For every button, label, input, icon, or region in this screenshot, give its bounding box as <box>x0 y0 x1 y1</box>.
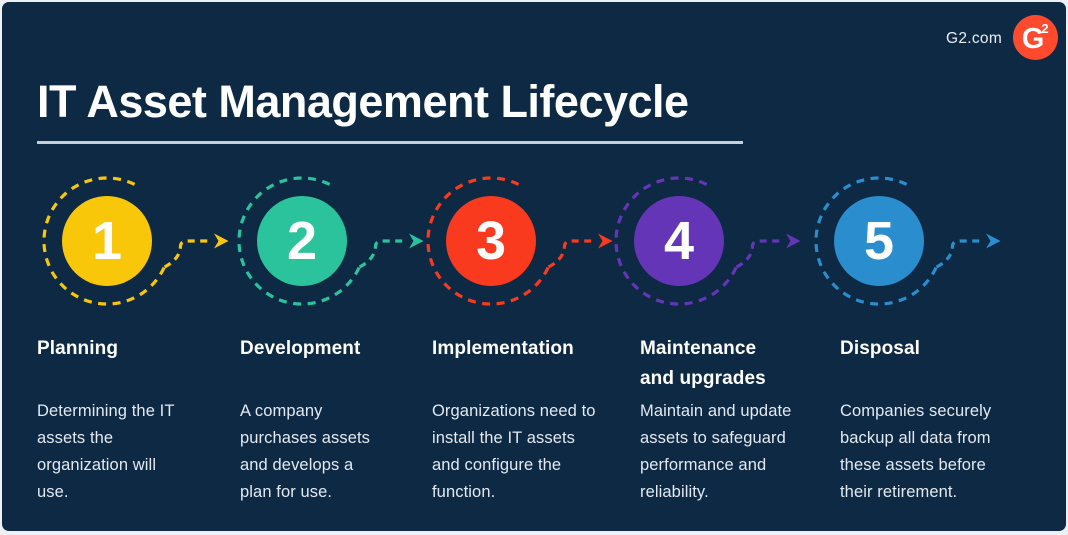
step-graphic-1: 1 <box>42 176 229 306</box>
step-description: Determining the IT assets the organizati… <box>37 402 175 501</box>
g2-logo-circle <box>1013 15 1058 60</box>
step-dashed-ring <box>614 176 738 306</box>
step-number: 4 <box>664 211 694 271</box>
step-connector-line <box>547 239 596 269</box>
step-graphic-5: 5 <box>814 176 1001 306</box>
step-number-circle <box>634 196 724 286</box>
g2-logo-letter: G <box>1022 23 1045 55</box>
title-underline <box>37 141 743 144</box>
step-dashed-ring <box>42 176 166 306</box>
step-heading: Disposal <box>840 338 920 359</box>
g2-logo-icon: G 2 <box>1013 15 1058 60</box>
step-dashed-ring <box>237 176 361 306</box>
step-connector-line <box>735 239 784 269</box>
brand-site-label: G2.com <box>946 30 1003 47</box>
step-graphic-2: 2 <box>237 176 424 306</box>
arrow-chevron-icon <box>986 233 1001 249</box>
step-connector-line <box>163 239 212 269</box>
step-column-implementation: Implementation Organizations need to ins… <box>432 334 600 506</box>
step-number-circle <box>257 196 347 286</box>
arrow-chevron-icon <box>786 233 801 249</box>
step-heading: Planning <box>37 338 119 359</box>
step-graphic-3: 3 <box>426 176 613 306</box>
step-number-circle <box>834 196 924 286</box>
step-description: A company purchases assets and develops … <box>240 402 370 501</box>
step-dashed-ring <box>814 176 938 306</box>
step-dashed-ring <box>426 176 550 306</box>
step-number: 2 <box>287 211 317 271</box>
step-number: 3 <box>476 211 506 271</box>
step-graphic-4: 4 <box>614 176 801 306</box>
step-column-planning: Planning Determining the IT assets the o… <box>37 334 175 506</box>
step-connector-line <box>358 239 407 269</box>
step-column-disposal: Disposal Companies securely backup all d… <box>840 334 1008 506</box>
step-heading: Implementation <box>432 338 574 359</box>
step-connector-line <box>935 239 984 269</box>
step-column-maintenance: Maintenance and upgrades Maintain and up… <box>640 334 808 506</box>
arrow-chevron-icon <box>598 233 613 249</box>
page-title: IT Asset Management Lifecycle <box>37 76 689 127</box>
step-number: 5 <box>864 211 894 271</box>
step-description: Organizations need to install the IT ass… <box>432 402 596 501</box>
step-column-development: Development A company purchases assets a… <box>240 334 388 506</box>
step-heading: Maintenance and upgrades <box>640 338 766 389</box>
step-number-circle <box>446 196 536 286</box>
arrow-chevron-icon <box>214 233 229 249</box>
arrow-chevron-icon <box>409 233 424 249</box>
g2-logo-superscript: 2 <box>1041 21 1048 36</box>
step-number: 1 <box>92 211 122 271</box>
step-heading: Development <box>240 338 361 359</box>
step-number-circle <box>62 196 152 286</box>
step-description: Maintain and update assets to safeguard … <box>640 402 792 501</box>
step-description: Companies securely backup all data from … <box>840 402 992 501</box>
